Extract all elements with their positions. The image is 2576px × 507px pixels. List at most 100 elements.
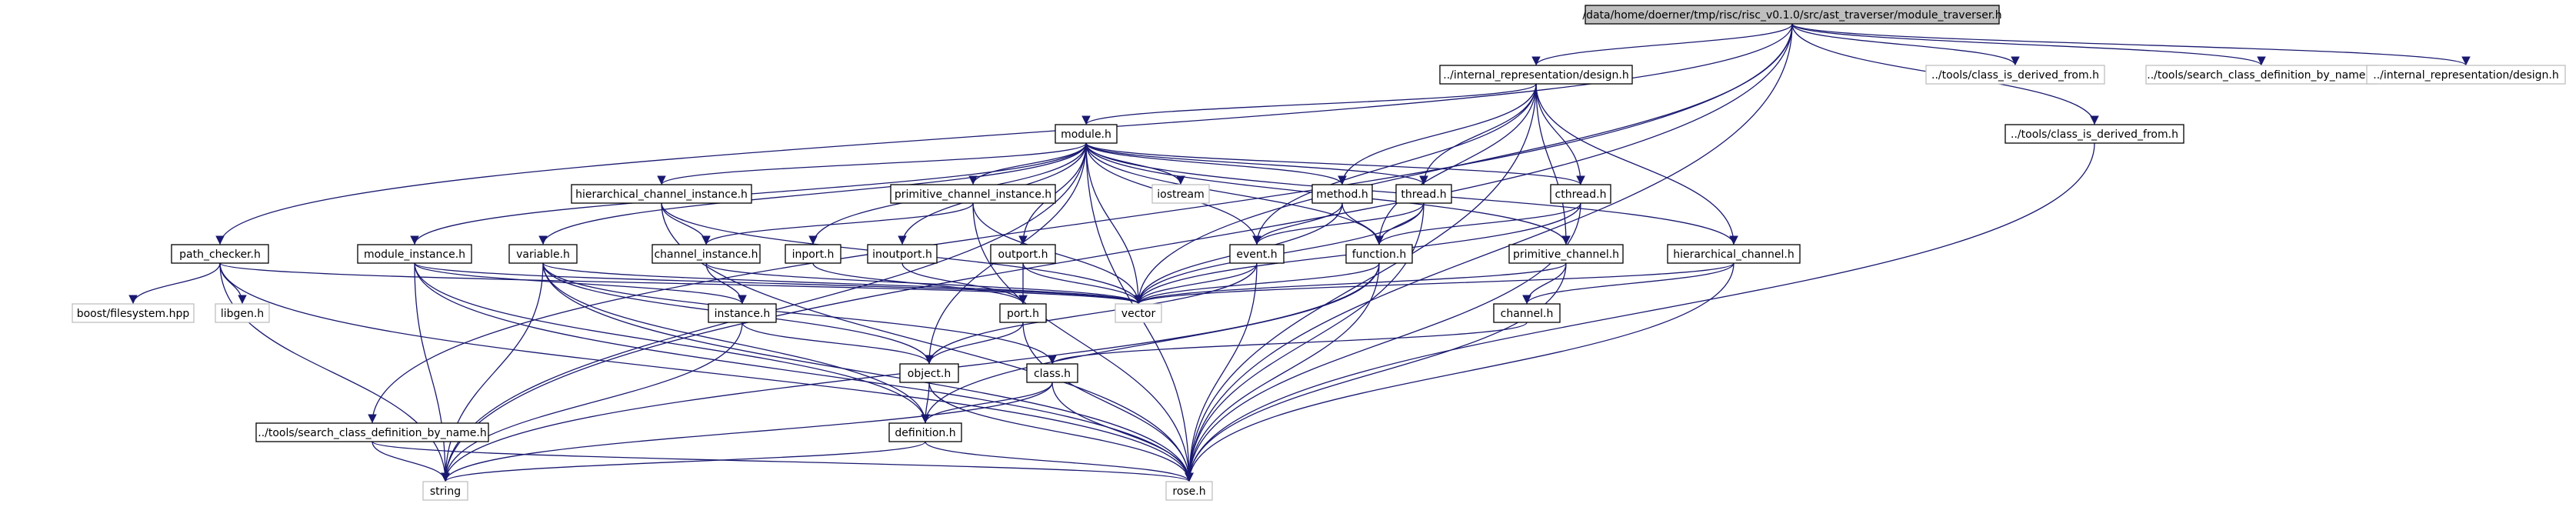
edge-object_h-to-rose_h [928,382,1194,482]
edge-module_instance-to-vector [414,262,1143,305]
node-cthread-h[interactable]: cthread.h [1550,184,1611,204]
edge-module_h-to-thread_h [1085,142,1428,185]
edge-variable_h-to-class_h [542,262,1057,365]
node-channel-h[interactable]: channel.h [1493,303,1561,323]
node-label: hierarchical_channel_instance.h [575,188,748,201]
node-outport-h[interactable]: outport.h [990,244,1056,264]
node-inoutport-h[interactable]: inoutport.h [867,244,938,264]
edge-variable_h-to-rose_h [542,262,1194,482]
node-box [2366,65,2566,85]
edges-layer [128,23,2471,482]
edge-primitive_channel-to-channel_h [1522,262,1567,305]
node-box [1055,124,1118,144]
node-event-h[interactable]: event.h [1229,244,1285,264]
edge-hierarchical_channel-to-rose_h [1185,262,1735,482]
node-label: path_checker.h [179,248,261,261]
node-label: boost/filesystem.hpp [77,308,190,320]
node-label: event.h [1236,248,1277,261]
node-prim-chan-inst[interactable]: primitive_channel_instance.h [890,184,1056,204]
node-channel-instance[interactable]: channel_instance.h [651,244,761,264]
edge-outport_h-to-vector [1022,262,1143,305]
node-libgen: libgen.h [215,303,270,323]
edge-event_h-to-vector [1134,262,1258,305]
node-label: /data/home/doerner/tmp/risc/risc_v0.1.0/… [1582,9,2001,22]
node-root[interactable]: /data/home/doerner/tmp/risc/risc_v0.1.0/… [1582,5,2002,25]
node-variable-h[interactable]: variable.h [508,244,578,264]
node-label: ../tools/class_is_derived_from.h [2011,128,2178,141]
node-primitive-channel[interactable]: primitive_channel.h [1508,244,1624,264]
edge-event_h-to-rose_h [1185,262,1258,482]
node-instance-h[interactable]: instance.h [708,303,777,323]
edge-hierarchical_channel-to-vector [1134,262,1735,305]
edge-class_h-to-definition_h [921,382,1053,424]
node-box [72,303,195,323]
edge-root-to-string [441,23,1793,482]
edge-module_instance-to-definition_h [414,262,930,424]
node-iostream: iostream [1151,184,1210,204]
node-method-h[interactable]: method.h [1311,184,1373,204]
node-definition-h[interactable]: definition.h [888,422,962,442]
node-tools-search[interactable]: ../tools/search_class_definition_by_name… [255,422,489,442]
node-box [215,303,270,323]
node-inport-h[interactable]: inport.h [785,244,841,264]
edge-design_h-to-hierarchical_channel [1535,83,1738,245]
node-label: ../internal_representation/design.h [1443,69,1629,82]
edge-primitive_channel-to-rose_h [1185,262,1567,482]
node-box [1508,244,1624,264]
edge-module_h-to-iostream [1085,142,1185,185]
node-label: variable.h [516,248,570,261]
edge-tools_search-to-string [372,441,450,482]
node-box [1151,184,1210,204]
node-vector: vector [1115,303,1162,323]
edge-method_h-to-event_h [1252,202,1343,245]
node-module-h[interactable]: module.h [1055,124,1118,144]
edge-design_h-to-event_h [1252,83,1537,245]
node-label: cthread.h [1555,188,1607,201]
node-function-h[interactable]: function.h [1345,244,1413,264]
node-class-h[interactable]: class.h [1026,363,1078,383]
edge-instance_h-to-string [441,322,743,482]
node-hier-chan-inst[interactable]: hierarchical_channel_instance.h [571,184,752,204]
node-thread-h[interactable]: thread.h [1395,184,1452,204]
node-label: inport.h [792,248,835,261]
node-label: port.h [1007,308,1039,320]
node-label: channel.h [1501,308,1554,320]
edge-module_instance-to-rose_h [414,262,1194,482]
node-box [1115,303,1162,323]
node-box [2004,124,2184,144]
node-tools-is-derived[interactable]: ../tools/class_is_derived_from.h [2004,124,2184,144]
node-object-h[interactable]: object.h [899,363,959,383]
node-hierarchical-channel[interactable]: hierarchical_channel.h [1667,244,1801,264]
node-label: primitive_channel.h [1513,248,1619,261]
node-box [1229,244,1285,264]
node-path-checker[interactable]: path_checker.h [171,244,269,264]
edge-module_h-to-cthread_h [1085,142,1585,185]
edge-channel_h-to-class_h [1048,322,1528,365]
node-label: vector [1121,308,1156,320]
edge-root-to-design_grey [1791,23,2471,66]
edge-function_h-to-rose_h [1185,262,1380,482]
node-label: primitive_channel_instance.h [895,188,1051,201]
nodes-layer: /data/home/doerner/tmp/risc/risc_v0.1.0/… [72,5,2566,501]
node-label: definition.h [895,427,955,439]
edge-variable_h-to-vector [542,262,1143,305]
node-label: ../tools/class_is_derived_from.h [1931,69,2099,82]
edge-hierarchical_channel-to-channel_h [1522,262,1735,305]
node-module-instance[interactable]: module_instance.h [357,244,472,264]
node-box [1550,184,1611,204]
node-design-h[interactable]: ../internal_representation/design.h [1439,65,1633,85]
node-label: outport.h [998,248,1048,261]
node-label: string [430,485,461,498]
edge-module_h-to-function_h [1085,142,1384,245]
node-box [867,244,938,264]
node-box [422,481,468,501]
node-label: rose.h [1172,485,1205,498]
edge-module_h-to-vector [1085,142,1143,305]
node-label: channel_instance.h [654,248,758,261]
node-port-h[interactable]: port.h [999,303,1047,323]
edge-definition_h-to-string [441,441,926,482]
node-box [651,244,761,264]
node-box [990,244,1056,264]
node-string: string [422,481,468,501]
